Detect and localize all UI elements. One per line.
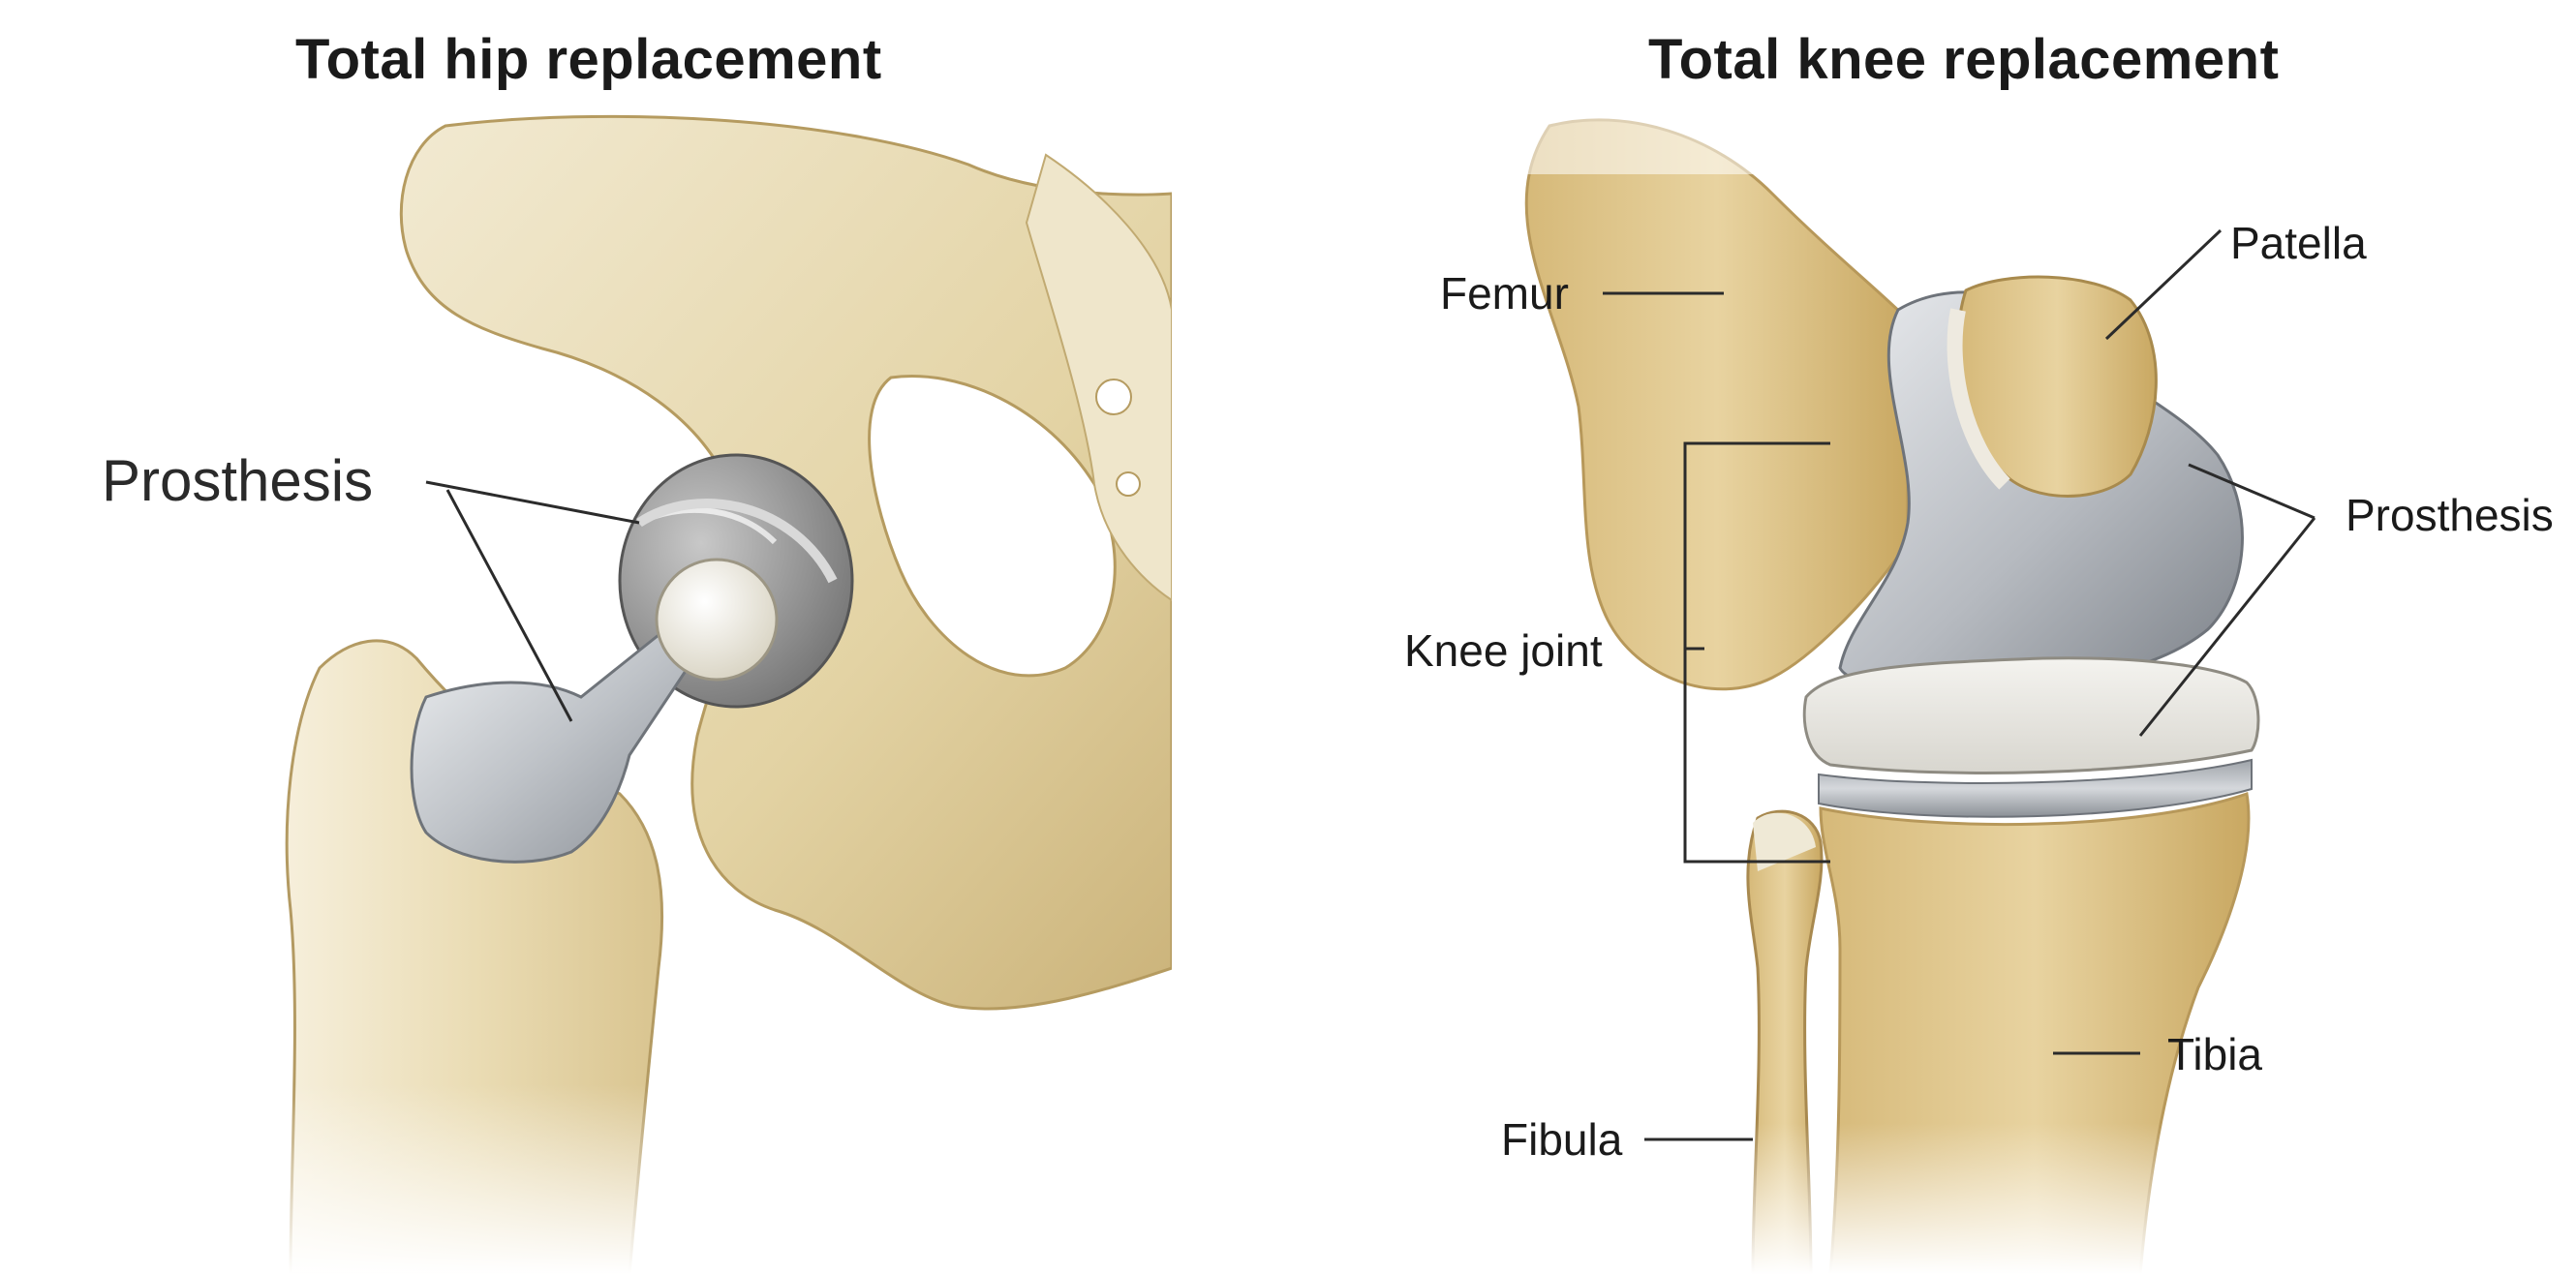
fibula-label: Fibula (1501, 1113, 1622, 1166)
patella-label: Patella (2230, 217, 2367, 269)
tibia-label: Tibia (2167, 1028, 2262, 1080)
hip-title: Total hip replacement (295, 27, 882, 92)
hip-panel: Total hip replacement Prosthesis (0, 0, 1172, 1274)
knee-panel: Total knee replacement Femur Patella Pro… (1172, 0, 2576, 1274)
femur-label: Femur (1440, 267, 1569, 319)
knee-illustration (1172, 0, 2576, 1274)
knee-prosthesis-label: Prosthesis (2346, 489, 2554, 541)
hip-illustration (0, 0, 1172, 1274)
knee-title: Total knee replacement (1648, 27, 2279, 92)
femur-bone (1526, 120, 1908, 689)
knee-joint-label: Knee joint (1404, 624, 1603, 677)
femoral-head-ball (657, 560, 777, 680)
hip-prosthesis-label: Prosthesis (102, 447, 373, 514)
